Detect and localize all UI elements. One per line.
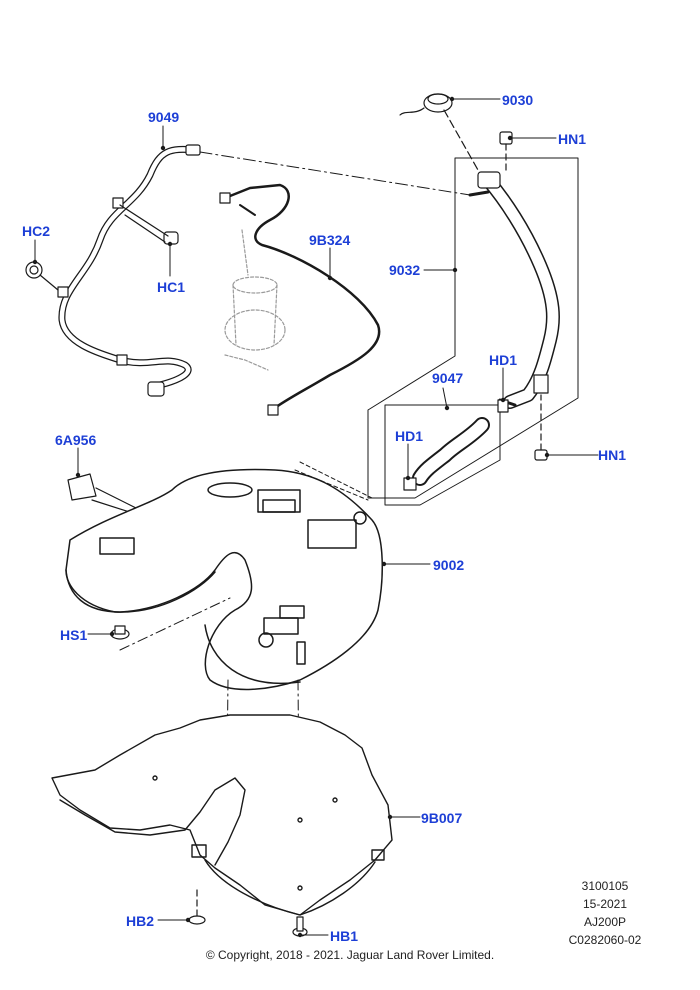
callout-leaders	[34, 98, 599, 936]
reference-number: 3100105	[581, 879, 629, 893]
fuel-tank-9002	[65, 468, 383, 691]
callout-9002: 9002	[433, 557, 465, 573]
callout-box-9032	[367, 157, 579, 506]
hose-9047	[403, 399, 509, 491]
fuel-pump-module	[224, 229, 286, 371]
callout-hn1-bottom: HN1	[598, 447, 627, 463]
reference-block: 3100105 15-2021 AJ200P C0282060-02	[555, 877, 655, 949]
screw-hs1	[110, 625, 130, 640]
clip-hc1	[119, 204, 179, 245]
reference-model: AJ200P	[583, 915, 627, 929]
callout-hd1-left: HD1	[395, 428, 424, 444]
copyright-notice: © Copyright, 2018 - 2021. Jaguar Land Ro…	[205, 948, 495, 962]
filler-tube-9032	[468, 171, 560, 409]
callout-6a956: 6A956	[55, 432, 97, 448]
nut-hn1-bottom	[534, 394, 548, 461]
bolt-hb2	[188, 889, 206, 925]
callout-hn1-top: HN1	[558, 131, 587, 147]
callout-9032: 9032	[389, 262, 421, 278]
callout-9047: 9047	[432, 370, 464, 386]
line-9b324	[219, 183, 381, 416]
leader-dots	[32, 96, 550, 938]
callout-9030: 9030	[502, 92, 534, 108]
leader-9049-to-filler	[199, 151, 471, 196]
fuel-line-9049	[57, 144, 201, 397]
reference-code: C0282060-02	[568, 933, 642, 947]
clip-hc2	[25, 261, 59, 291]
callout-hc2: HC2	[22, 223, 51, 239]
callout-hs1: HS1	[60, 627, 88, 643]
callout-9b324: 9B324	[309, 232, 351, 248]
filler-cap-9030	[399, 93, 479, 171]
callout-9049: 9049	[148, 109, 180, 125]
callout-9b007: 9B007	[421, 810, 463, 826]
callout-hb1: HB1	[330, 928, 359, 944]
underbody-shield-9b007	[51, 714, 393, 916]
callout-hd1-right: HD1	[489, 352, 518, 368]
callout-hb2: HB2	[126, 913, 155, 929]
reference-date: 15-2021	[582, 897, 628, 911]
callout-hc1: HC1	[157, 279, 186, 295]
